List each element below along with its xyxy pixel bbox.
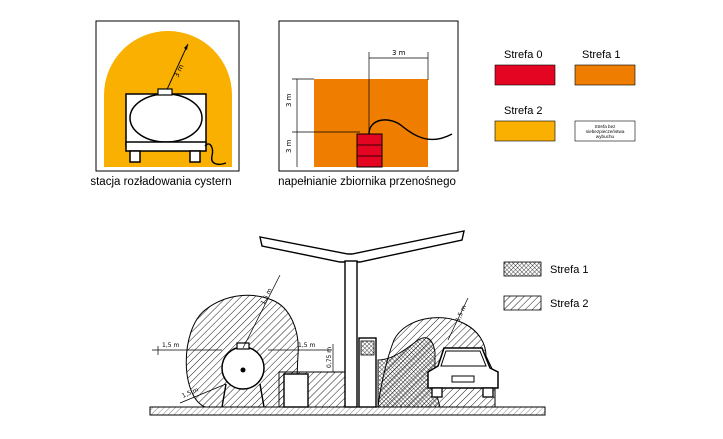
underground-tank-icon bbox=[221, 342, 265, 408]
legend-bottom-zone2-label: Strefa 2 bbox=[550, 298, 589, 310]
tank-height-label-1: 3 m bbox=[285, 93, 293, 107]
car-radius-label: 1,5 m bbox=[454, 304, 468, 323]
legend-safe-swatch bbox=[574, 120, 636, 142]
tanker-station-panel: 3 m stacja rozładowania cystern bbox=[90, 20, 240, 188]
legend-bottom-zone1-label: Strefa 1 bbox=[550, 264, 589, 276]
legend-zone1-label: Strefa 1 bbox=[582, 49, 621, 61]
portable-tank-caption: napełnianie zbiornika przenośnego bbox=[278, 176, 456, 188]
dim-car-radius bbox=[447, 297, 469, 341]
cabinet-box bbox=[283, 373, 309, 408]
dispenser-height-label: 0,75 m bbox=[326, 347, 333, 368]
fuel-station-diagram: 1,5 m 1,5 m 1,5 m 1,5 m 0,75 m 1,5 m bbox=[149, 230, 546, 416]
top-legend: Strefa 0 Strefa 1 Strefa 2 Strefa bez ni… bbox=[494, 49, 636, 142]
legend-zone2-swatch bbox=[494, 120, 556, 142]
dim-left-radius-top bbox=[242, 274, 281, 349]
bottom-legend: Strefa 1 Strefa 2 bbox=[503, 261, 589, 311]
tanker-station-caption: stacja rozładowania cystern bbox=[90, 176, 231, 188]
tank-width-label: 3 m bbox=[392, 49, 406, 57]
ground-strip bbox=[149, 406, 546, 416]
legend-safe-line3: wybuchu bbox=[596, 134, 615, 139]
car-icon bbox=[427, 347, 499, 398]
portable-tank-panel: 3 m 3 m 3 m napełnianie zbiornika przeno… bbox=[278, 20, 459, 188]
canopy bbox=[259, 230, 465, 263]
legend-zone0-label: Strefa 0 bbox=[504, 49, 543, 61]
tanker-icon bbox=[125, 88, 207, 163]
legend-bottom-zone2-swatch bbox=[503, 295, 542, 311]
filling-hose-icon bbox=[368, 119, 453, 141]
dim-left-radius-bottom bbox=[179, 383, 227, 404]
radius-arrow bbox=[184, 44, 188, 50]
portable-container-icon bbox=[356, 133, 383, 168]
legend-zone2-label: Strefa 2 bbox=[504, 105, 543, 117]
legend-bottom-zone1-swatch bbox=[503, 261, 542, 277]
radius-line bbox=[163, 43, 189, 97]
fillpipe-zone1-area bbox=[377, 337, 441, 408]
legend-zone0-swatch bbox=[494, 64, 556, 86]
hose-icon bbox=[204, 143, 227, 165]
legend-safe-line1: Strefa bez bbox=[595, 124, 617, 129]
legend-safe-line2: niebezpieczeństwa bbox=[586, 129, 625, 134]
left-horizontal-label: 1,5 m bbox=[162, 342, 179, 349]
canopy-column bbox=[344, 260, 358, 408]
dispenser-display bbox=[360, 340, 375, 356]
legend-zone1-swatch bbox=[574, 64, 636, 86]
tank-height-label-2: 3 m bbox=[285, 139, 293, 153]
middle-horizontal-label: 1,5 m bbox=[298, 342, 315, 349]
